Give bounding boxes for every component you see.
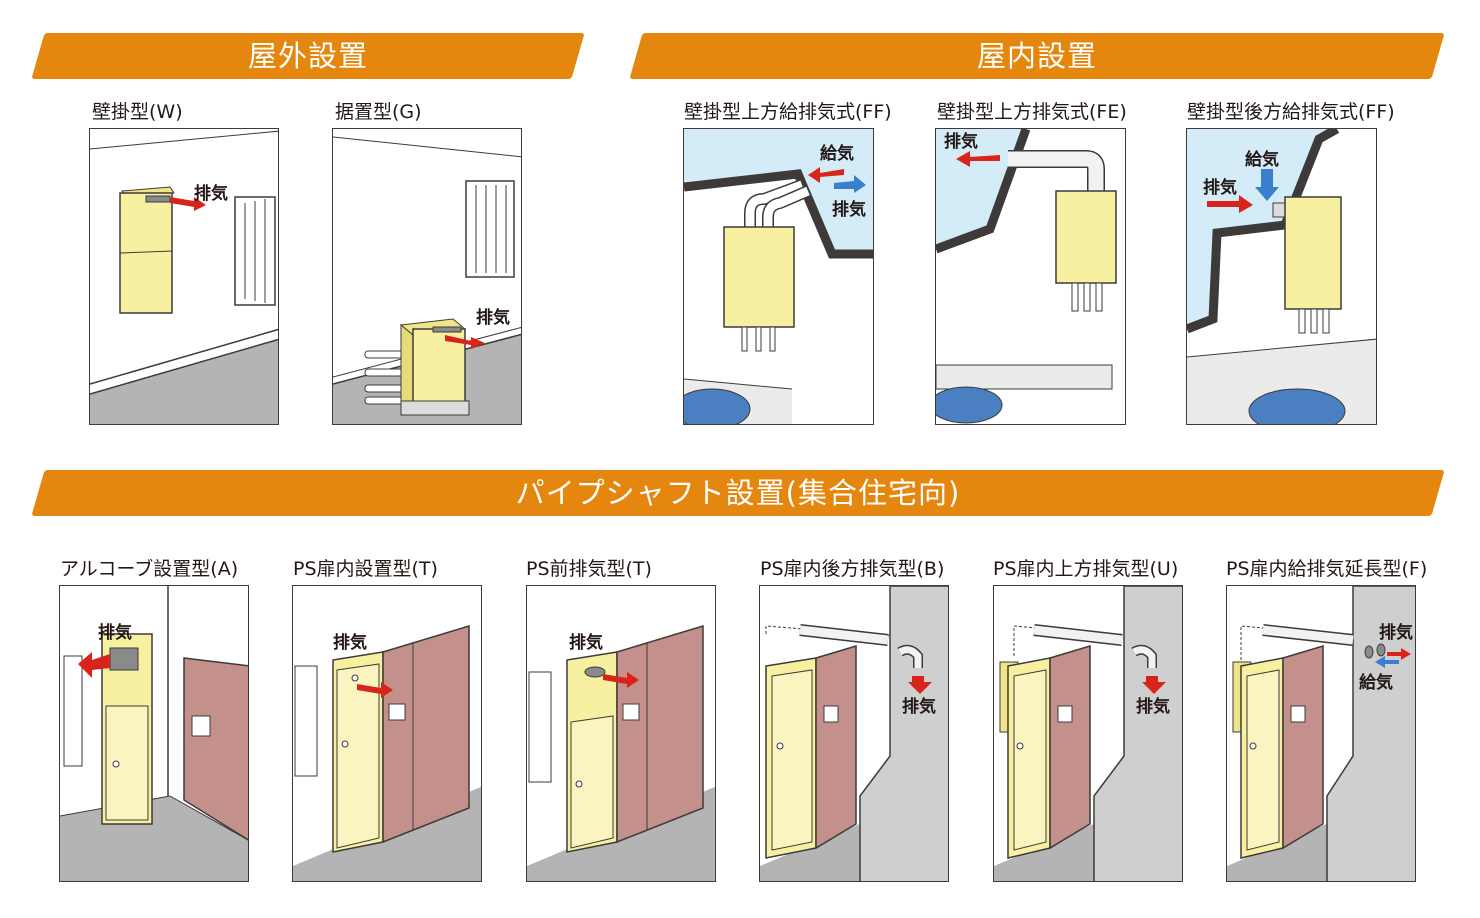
diagram-ps-top-u: 排気 bbox=[993, 585, 1183, 882]
label-intake: 給気 bbox=[1245, 149, 1279, 170]
section-title-indoor: 屋内設置 bbox=[976, 39, 1097, 73]
caption-floor-standing-g: 据置型(G) bbox=[335, 101, 422, 123]
diagram-ps-front-t: 排気 bbox=[526, 585, 716, 882]
diagram-wall-top-ff: 給気 排気 bbox=[683, 128, 874, 425]
caption-wall-top-fe: 壁掛型上方排気式(FE) bbox=[937, 101, 1127, 123]
caption-ps-top-u: PS扉内上方排気型(U) bbox=[993, 558, 1179, 580]
caption-wall-mounted-w: 壁掛型(W) bbox=[92, 101, 183, 123]
diagram-wall-top-fe: 排気 bbox=[935, 128, 1126, 425]
diagram-ps-door-t: 排気 bbox=[292, 585, 482, 882]
diagram-alcove-a: 排気 bbox=[59, 585, 249, 882]
section-banner-pipe-shaft: パイプシャフト設置(集合住宅向) bbox=[31, 470, 1445, 516]
diagram-floor-standing-g: 排気 bbox=[332, 128, 522, 425]
label-exhaust: 排気 bbox=[98, 622, 132, 643]
label-exhaust: 排気 bbox=[476, 307, 510, 328]
diagram-ps-extension-f: 排気 給気 bbox=[1226, 585, 1416, 882]
section-banner-indoor: 屋内設置 bbox=[629, 33, 1445, 79]
label-exhaust: 排気 bbox=[944, 131, 978, 152]
section-banner-outdoor: 屋外設置 bbox=[31, 33, 585, 79]
label-exhaust: 排気 bbox=[1136, 696, 1170, 717]
caption-ps-extension-f: PS扉内給排気延長型(F) bbox=[1226, 558, 1428, 580]
caption-alcove-a: アルコーブ設置型(A) bbox=[60, 558, 239, 580]
caption-wall-top-ff: 壁掛型上方給排気式(FF) bbox=[684, 101, 892, 123]
caption-ps-door-t: PS扉内設置型(T) bbox=[293, 558, 438, 580]
label-exhaust: 排気 bbox=[333, 632, 367, 653]
section-title-outdoor: 屋外設置 bbox=[247, 39, 368, 73]
label-exhaust: 排気 bbox=[569, 632, 603, 653]
label-intake: 給気 bbox=[1359, 672, 1393, 693]
diagram-wall-back-ff: 給気 排気 bbox=[1186, 128, 1377, 425]
diagram-ps-back-b: 排気 bbox=[759, 585, 949, 882]
label-exhaust: 排気 bbox=[1203, 177, 1237, 198]
label-exhaust: 排気 bbox=[1379, 622, 1413, 643]
label-exhaust: 排気 bbox=[194, 183, 228, 204]
label-exhaust: 排気 bbox=[832, 199, 866, 220]
caption-ps-front-t: PS前排気型(T) bbox=[526, 558, 652, 580]
diagram-wall-mounted-w: 排気 bbox=[89, 128, 279, 425]
label-intake: 給気 bbox=[820, 143, 854, 164]
caption-ps-back-b: PS扉内後方排気型(B) bbox=[760, 558, 945, 580]
label-exhaust: 排気 bbox=[902, 696, 936, 717]
section-title-pipe-shaft: パイプシャフト設置(集合住宅向) bbox=[515, 476, 961, 510]
caption-wall-back-ff: 壁掛型後方給排気式(FF) bbox=[1187, 101, 1395, 123]
